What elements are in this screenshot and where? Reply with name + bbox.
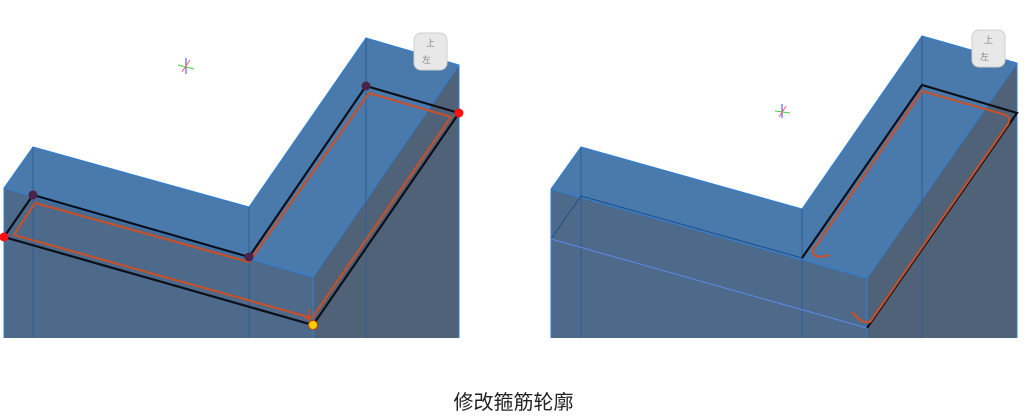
top-face [4, 38, 459, 277]
midpoint-handle[interactable] [28, 190, 38, 200]
side-face [867, 63, 1017, 338]
hook-arrow [297, 307, 311, 322]
stirrup-rebar [811, 89, 1011, 324]
endpoint-handle[interactable] [0, 232, 9, 242]
midpoint-handle[interactable] [244, 252, 254, 262]
figure-caption: 修改箍筋轮廓 [453, 390, 574, 414]
axis-gizmo-icon [177, 58, 195, 74]
front-face [551, 189, 867, 338]
view-cube-icon[interactable]: 上 左 [971, 29, 1006, 68]
view-cube-top-label: 上 [426, 38, 435, 49]
model-edges [550, 35, 1018, 338]
front-face [4, 188, 313, 338]
diagram-canvas: 上 左 上 左 [0, 29, 1019, 338]
selected-point-handle[interactable] [308, 320, 318, 330]
stirrup-rebar [12, 91, 453, 320]
top-face [551, 36, 1017, 278]
left-model: 上 左 [0, 32, 464, 338]
side-face [313, 65, 459, 338]
midpoint-handle[interactable] [361, 81, 371, 91]
view-cube-icon[interactable]: 上 左 [413, 32, 448, 71]
axis-gizmo-icon [774, 104, 791, 118]
endpoint-handle[interactable] [454, 108, 464, 118]
right-model: 上 左 [550, 29, 1019, 338]
view-cube-side-label: 左 [422, 54, 431, 66]
view-cube-top-label: 上 [984, 35, 993, 46]
view-cube-side-label: 左 [980, 51, 989, 63]
